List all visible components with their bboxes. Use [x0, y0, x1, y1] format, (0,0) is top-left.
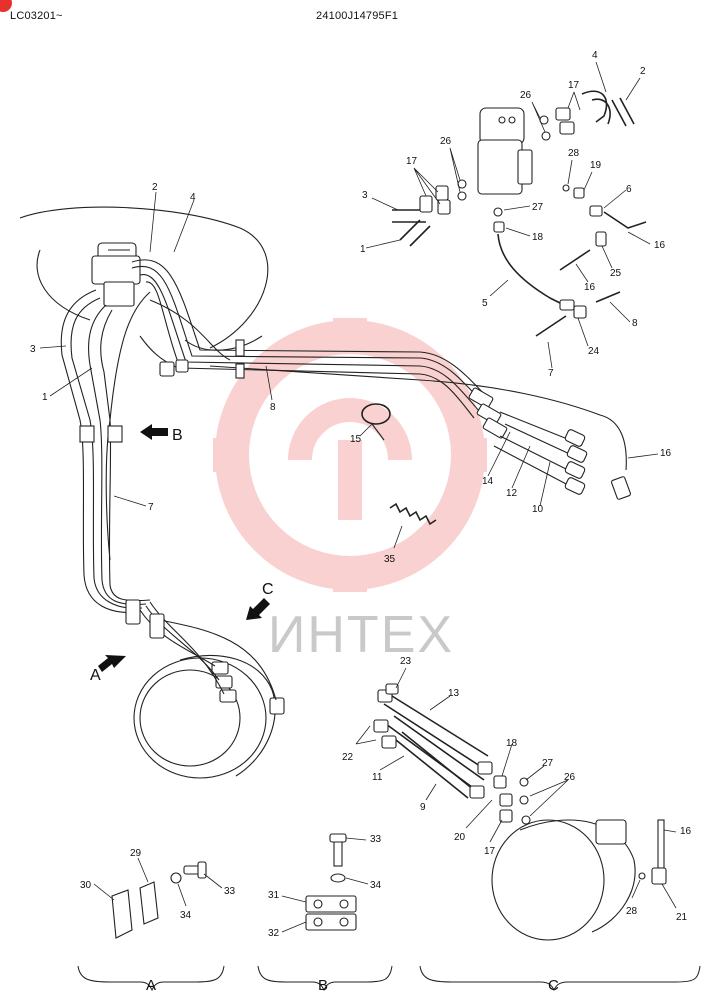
- callout-mid-26: 26: [440, 136, 452, 147]
- callout-mid-17: 17: [406, 156, 418, 167]
- callout-top-16a: 16: [654, 240, 666, 251]
- callout-top-3: 3: [362, 190, 368, 201]
- callout-top-27: 27: [532, 202, 544, 213]
- view-a-detail: [111, 861, 207, 939]
- callout-top-26: 26: [520, 90, 532, 101]
- section-c-brace: [419, 965, 701, 992]
- callout-b-31: 31: [268, 890, 280, 901]
- callout-main-8: 8: [270, 402, 276, 413]
- section-label-a: A: [146, 977, 156, 994]
- callout-c-27: 27: [542, 758, 554, 769]
- callout-top-1: 1: [360, 244, 366, 255]
- tee-fitting-main: [159, 339, 245, 379]
- callout-c-22: 22: [342, 752, 354, 763]
- callout-c-26: 26: [564, 772, 576, 783]
- main-hose-bundle: [60, 289, 231, 614]
- callout-main-12: 12: [506, 488, 518, 499]
- callout-main-3: 3: [30, 344, 36, 355]
- callout-c-20: 20: [454, 832, 466, 843]
- top-detail-fittings: [392, 90, 647, 337]
- spring-guard-35: [389, 502, 437, 526]
- view-label-a: A: [90, 667, 101, 684]
- drawing-number-label: 24100J14795F1: [316, 10, 399, 22]
- callout-top-25: 25: [610, 268, 622, 279]
- section-label-b: B: [318, 977, 328, 994]
- view-label-b: B: [172, 427, 183, 444]
- callout-top-16b: 16: [584, 282, 596, 293]
- section-label-c: C: [548, 977, 559, 994]
- callout-a-29: 29: [130, 848, 142, 859]
- callout-a-33: 33: [224, 886, 236, 897]
- right-fitting-cluster: [468, 387, 631, 500]
- callout-main-4: 4: [190, 192, 196, 203]
- clamp-b-main: [79, 425, 123, 443]
- callout-top-19: 19: [590, 160, 602, 171]
- view-label-c: C: [262, 581, 274, 598]
- callout-top-28: 28: [568, 148, 580, 159]
- watermark-gear-logo: [213, 318, 487, 592]
- swivel-joint-main: [91, 242, 141, 307]
- view-b-arrow: [140, 424, 168, 440]
- callout-main-1: 1: [42, 392, 48, 403]
- upper-structure-outline: [19, 206, 269, 351]
- callout-c-18: 18: [506, 738, 518, 749]
- callout-b-34: 34: [370, 880, 382, 891]
- callout-c-17: 17: [484, 846, 496, 857]
- callout-c-13: 13: [448, 688, 460, 699]
- leader-lines: [39, 61, 677, 933]
- hose-clamp-15: [361, 403, 391, 441]
- travel-motor-main: [125, 599, 285, 779]
- callout-main-7: 7: [148, 502, 154, 513]
- callout-main-16: 16: [660, 448, 672, 459]
- model-range-label: LC03201~: [10, 10, 63, 22]
- view-c-detail: [373, 683, 667, 941]
- callout-top-4: 4: [592, 50, 598, 61]
- callout-c-21: 21: [676, 912, 688, 923]
- callout-top-6: 6: [626, 184, 632, 195]
- callout-a-34: 34: [180, 910, 192, 921]
- callout-labels: 4 2 17 26 26 17 3 1 28 19 6 27 18 16 25 …: [30, 50, 692, 939]
- callout-c-28: 28: [626, 906, 638, 917]
- swivel-joint-detail: [477, 107, 533, 195]
- callout-top-24: 24: [588, 346, 600, 357]
- callout-b-32: 32: [268, 928, 280, 939]
- callout-c-9: 9: [420, 802, 426, 813]
- callout-a-30: 30: [80, 880, 92, 891]
- callout-main-10: 10: [532, 504, 544, 515]
- callout-c-11: 11: [372, 772, 383, 783]
- watermark-text: ИНТЕХ: [268, 606, 454, 664]
- corner-badge-icon: [0, 0, 12, 12]
- callout-top-2: 2: [640, 66, 646, 77]
- callout-main-2: 2: [152, 182, 158, 193]
- callout-b-33: 33: [370, 834, 382, 845]
- section-b-brace: [257, 965, 393, 992]
- callout-c-23: 23: [400, 656, 412, 667]
- callout-top-18: 18: [532, 232, 544, 243]
- view-c-arrow: [246, 598, 270, 620]
- section-a-brace: [77, 965, 225, 992]
- callout-c-16: 16: [680, 826, 692, 837]
- callout-top-17: 17: [568, 80, 580, 91]
- view-a-arrow: [98, 655, 126, 672]
- main-pipe-run: [131, 259, 627, 471]
- view-b-detail: [305, 833, 357, 931]
- callout-top-7: 7: [548, 368, 554, 379]
- callout-main-15: 15: [350, 434, 362, 445]
- callout-main-14: 14: [482, 476, 494, 487]
- callout-top-8: 8: [632, 318, 638, 329]
- callout-top-5: 5: [482, 298, 488, 309]
- callout-main-35: 35: [384, 554, 396, 565]
